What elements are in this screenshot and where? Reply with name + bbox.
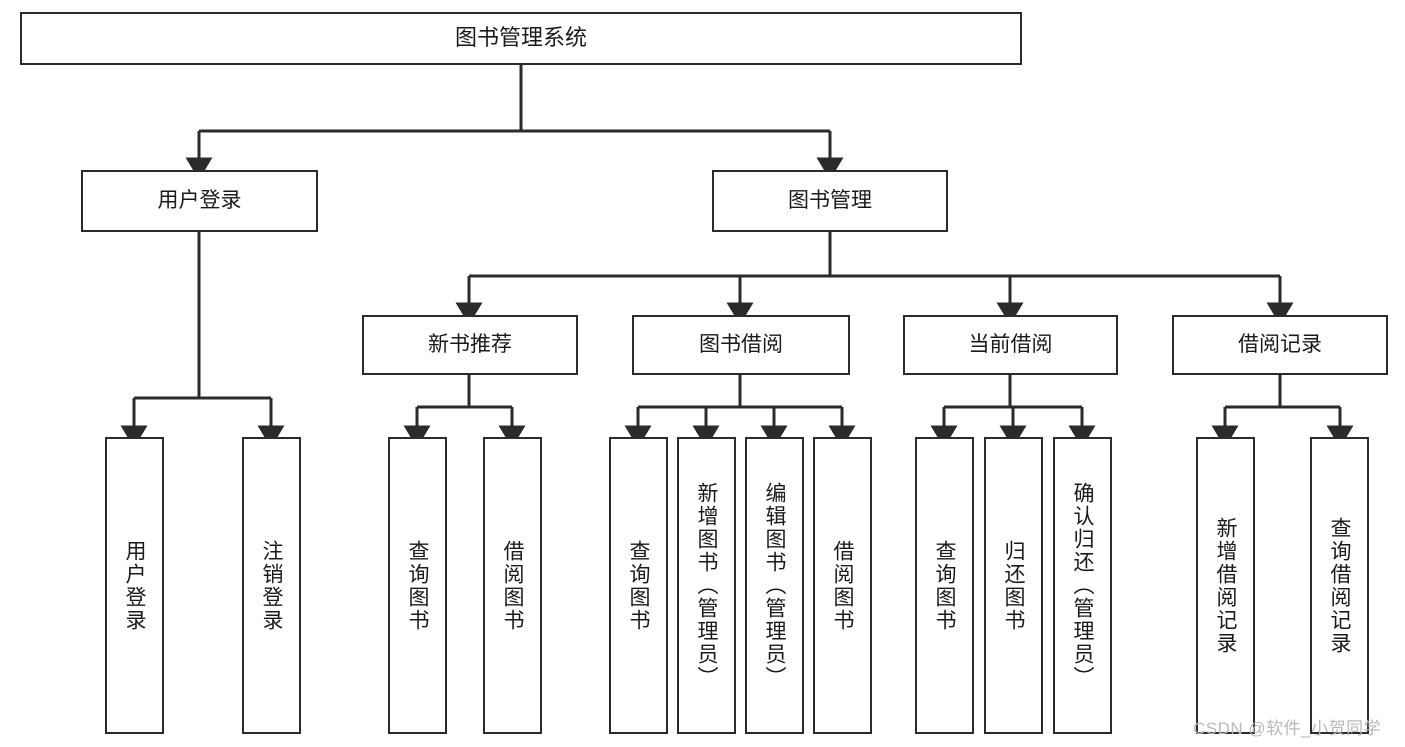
node-label: 图书管理系统	[454, 25, 587, 51]
leaf-return-book[interactable]: 归还图书	[984, 437, 1043, 734]
node-label: 编辑图书（管理员）	[763, 482, 786, 689]
node-root-system[interactable]: 图书管理系统	[20, 12, 1022, 65]
node-label: 查询图书	[406, 539, 429, 632]
node-label: 新增图书（管理员）	[695, 482, 718, 689]
leaf-query-borrow-record[interactable]: 查询借阅记录	[1310, 437, 1369, 734]
node-label: 图书借阅	[699, 333, 783, 357]
node-label: 借阅记录	[1238, 333, 1322, 357]
node-label: 新书推荐	[428, 333, 512, 357]
node-label: 确认归还（管理员）	[1071, 482, 1094, 689]
leaf-user-login[interactable]: 用户登录	[105, 437, 164, 734]
leaf-query-book-recommend[interactable]: 查询图书	[388, 437, 447, 734]
node-label: 借阅图书	[501, 539, 524, 632]
leaf-confirm-return[interactable]: 确认归还（管理员）	[1053, 437, 1112, 734]
node-user-login[interactable]: 用户登录	[81, 170, 318, 232]
leaf-edit-book[interactable]: 编辑图书（管理员）	[745, 437, 804, 734]
node-borrow-record[interactable]: 借阅记录	[1172, 315, 1388, 375]
leaf-borrow-book-recommend[interactable]: 借阅图书	[483, 437, 542, 734]
leaf-add-book[interactable]: 新增图书（管理员）	[677, 437, 736, 734]
node-label: 新增借阅记录	[1214, 516, 1237, 655]
node-label: 借阅图书	[831, 539, 854, 632]
node-book-manage[interactable]: 图书管理	[712, 170, 948, 232]
node-label: 查询图书	[933, 539, 956, 632]
node-label: 图书管理	[788, 189, 872, 213]
leaf-borrow-book[interactable]: 借阅图书	[813, 437, 872, 734]
node-label: 用户登录	[157, 189, 242, 213]
leaf-query-book-borrow[interactable]: 查询图书	[609, 437, 668, 734]
node-current-borrow[interactable]: 当前借阅	[903, 315, 1118, 375]
node-label: 查询图书	[627, 539, 650, 632]
leaf-query-book-current[interactable]: 查询图书	[915, 437, 974, 734]
node-book-borrow[interactable]: 图书借阅	[632, 315, 850, 375]
leaf-add-borrow-record[interactable]: 新增借阅记录	[1196, 437, 1255, 734]
watermark-text: CSDN @软件_小贺同学	[1193, 719, 1382, 738]
node-label: 归还图书	[1002, 539, 1025, 632]
node-label: 用户登录	[123, 539, 146, 632]
leaf-logout-login[interactable]: 注销登录	[242, 437, 301, 734]
node-new-book-recommend[interactable]: 新书推荐	[362, 315, 578, 375]
node-label: 当前借阅	[968, 333, 1053, 357]
node-label: 查询借阅记录	[1328, 516, 1351, 655]
node-label: 注销登录	[260, 539, 283, 632]
